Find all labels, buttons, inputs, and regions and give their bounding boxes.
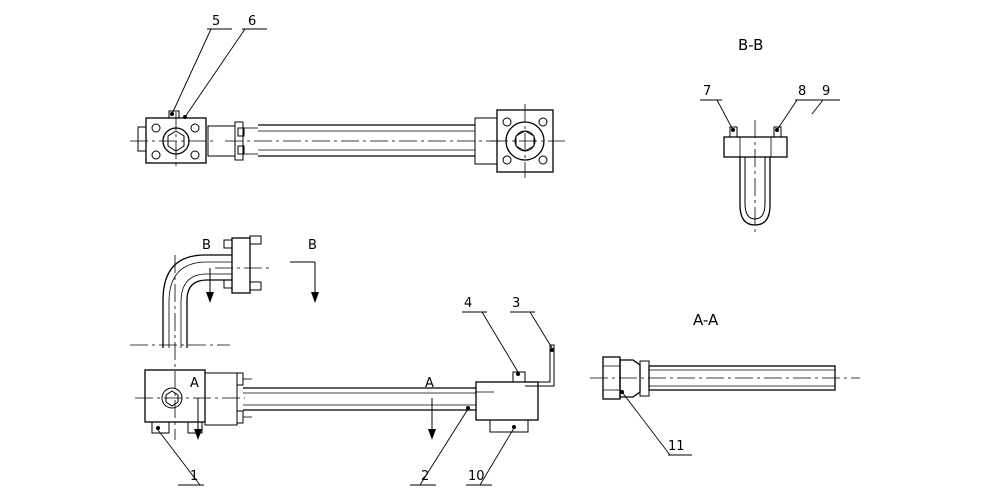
bb-bolt-right (773, 126, 782, 138)
front-clamp-nut-2 (236, 410, 244, 424)
top-right-bolt-2 (538, 117, 548, 127)
top-left-nut (168, 110, 180, 119)
cut-a-left-label: A (190, 376, 199, 391)
top-clamp-nut-1 (237, 127, 245, 137)
callout-10-label: 10 (468, 469, 485, 484)
callout-9-label: 9 (822, 84, 830, 99)
top-right-bolt-4 (538, 155, 548, 165)
callout-4-leader (481, 311, 519, 373)
riser-flange-nut-1 (249, 235, 262, 245)
callout-8-label: 8 (798, 84, 806, 99)
main-block-foot-2 (187, 421, 203, 434)
right-block (475, 381, 539, 421)
top-left-bolt-4 (190, 150, 200, 160)
callout-11-label: 11 (668, 439, 685, 454)
top-view: 5 6 (130, 14, 565, 178)
callout-5-leader (171, 28, 212, 115)
callout-4-dot (516, 372, 520, 376)
cut-a-left-arrowhead (194, 429, 202, 440)
section-bb: B-B 7 8 9 (700, 36, 840, 232)
callout-7-leader (716, 99, 734, 131)
front-view: B B A A (130, 235, 555, 486)
riser-flange-nut-2 (249, 281, 262, 291)
callout-3-leader (529, 311, 553, 349)
right-block-foot (489, 419, 529, 433)
callout-7-dot (731, 128, 735, 132)
front-clamp-nut-1 (236, 372, 244, 386)
callout-6-label: 6 (248, 14, 256, 29)
riser-flange-nut-4 (223, 279, 233, 289)
bracket (525, 344, 555, 387)
top-right-bolt-3 (502, 155, 512, 165)
section-aa-title: A-A (693, 311, 719, 329)
callout-5-dot (170, 112, 174, 116)
callout-6-leader (184, 28, 246, 118)
top-clamp-nut-2 (237, 145, 245, 155)
riser-flange-nut-3 (223, 239, 233, 249)
callout-2-leader (419, 408, 469, 486)
bb-bolt-left (729, 126, 738, 138)
riser-inner (186, 279, 232, 348)
callout-5-label: 5 (212, 14, 220, 29)
cut-b-left-arrowhead (206, 292, 214, 303)
bb-clamp-body (723, 136, 788, 158)
callout-1-label: 1 (190, 469, 198, 484)
cut-a-right-arrowhead (428, 429, 436, 440)
top-left-bolt-1 (151, 123, 161, 133)
cut-a-right-label: A (425, 376, 434, 391)
callout-6-dot (183, 115, 187, 119)
riser-outer (162, 254, 232, 348)
section-aa: A-A 11 (590, 311, 860, 456)
top-left-bolt-2 (190, 123, 200, 133)
riser-bore-2 (180, 273, 232, 348)
callout-11-leader (621, 391, 671, 456)
callout-11-dot (620, 390, 624, 394)
front-clamp (204, 372, 238, 426)
callout-3-dot (550, 348, 554, 352)
callout-3-label: 3 (512, 296, 520, 311)
callout-1-dot (156, 426, 160, 430)
callout-8-dot (775, 128, 779, 132)
riser-flange (231, 237, 251, 294)
main-block-foot-1 (151, 421, 170, 434)
riser-bore-1 (168, 261, 232, 348)
top-left-bolt-3 (151, 150, 161, 160)
cut-b-left-label: B (202, 238, 211, 253)
callout-2-label: 2 (421, 469, 429, 484)
aa-ferrule (639, 360, 650, 397)
right-block-nut (512, 371, 526, 383)
callout-1-leader (157, 429, 201, 486)
callout-9-leader (811, 99, 824, 115)
callout-8-leader (776, 99, 798, 131)
section-bb-title: B-B (738, 36, 763, 54)
cut-b-right-label: B (308, 238, 317, 253)
callout-10-leader (479, 427, 515, 486)
main-block-port-hex (165, 390, 179, 407)
callout-4-label: 4 (464, 296, 472, 311)
cut-b-right-arrowhead (311, 292, 319, 303)
top-left-flange-lip (137, 126, 147, 152)
callout-7-label: 7 (703, 84, 711, 99)
callout-2-dot (466, 406, 470, 410)
callout-10-dot (512, 425, 516, 429)
top-right-bolt-1 (502, 117, 512, 127)
